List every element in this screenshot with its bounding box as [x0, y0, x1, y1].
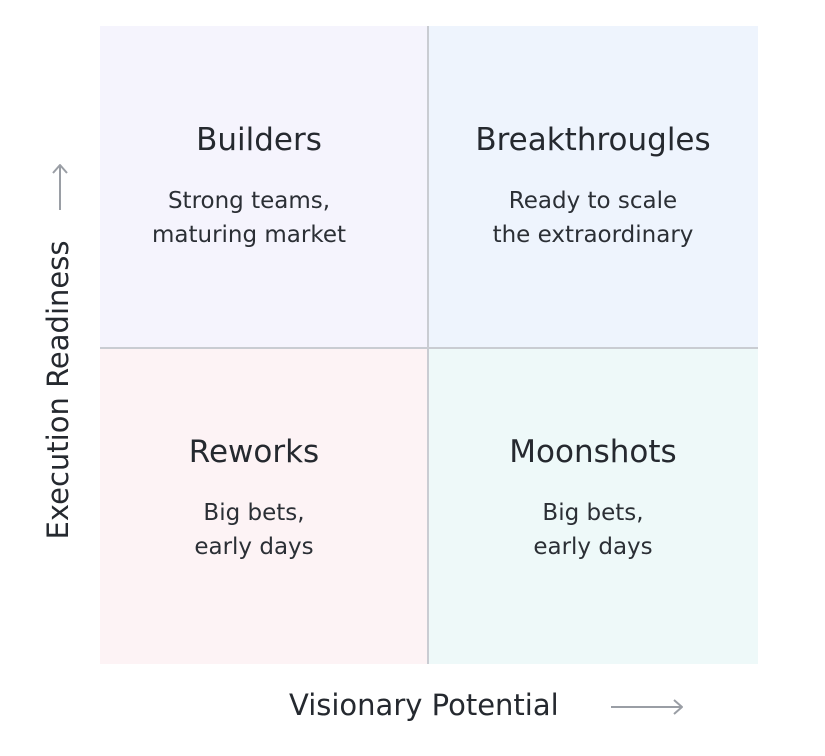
quadrant-builders: Builders Strong teams, maturing market: [100, 26, 428, 348]
quadrant-description: Big bets, early days: [533, 500, 653, 560]
quadrant-description: Big bets, early days: [194, 500, 314, 560]
arrow-up-icon: [50, 162, 70, 216]
quadrant-breakthroughs: Breakthrougles Ready to scale the extrao…: [428, 26, 758, 348]
y-axis-label: Execution Readiness: [41, 240, 75, 540]
quadrant-title: Builders: [196, 122, 322, 158]
x-axis-label: Visionary Potential: [289, 688, 559, 722]
quadrant-description: Strong teams, maturing market: [151, 188, 347, 248]
quadrant-reworks: Reworks Big bets, early days: [100, 348, 428, 664]
vertical-divider: [427, 26, 429, 664]
quadrant-moonshots: Moonshots Big bets, early days: [428, 348, 758, 664]
quadrant-title: Reworks: [188, 434, 320, 470]
arrow-right-icon: [610, 696, 686, 722]
horizontal-divider: [100, 347, 758, 349]
quadrant-title: Moonshots: [509, 434, 677, 470]
quadrant-title: Breakthrougles: [475, 122, 711, 158]
quadrant-description: Ready to scale the extraordinary: [492, 188, 694, 248]
